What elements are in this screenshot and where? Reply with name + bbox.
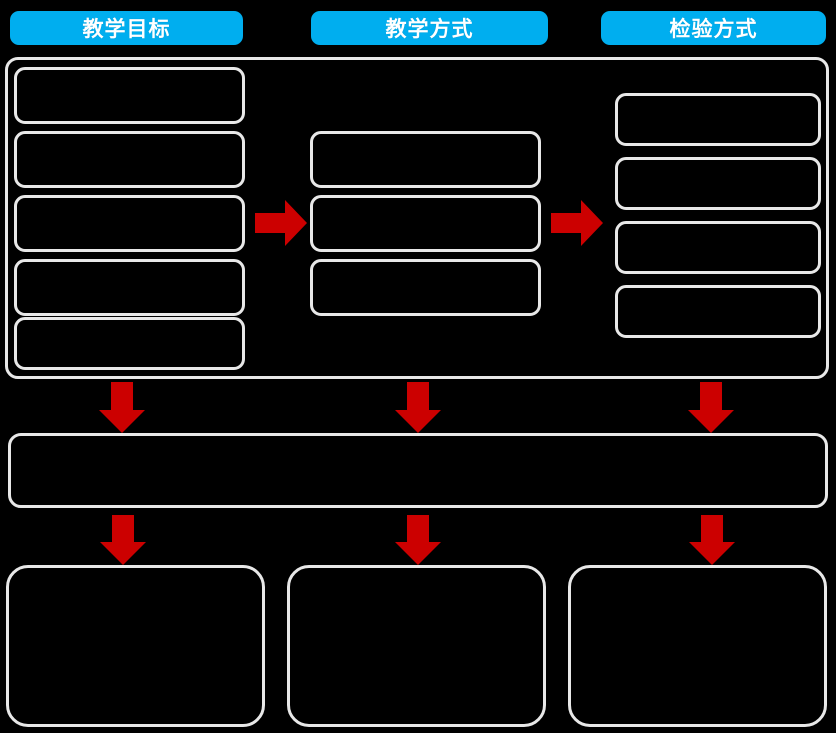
goal-item-5[interactable]: [14, 317, 245, 370]
assessment-item-3[interactable]: [615, 221, 821, 274]
arrow-down-to-band-left: [99, 382, 145, 433]
header-pill-teaching-goals[interactable]: 教学目标: [10, 11, 243, 45]
bottom-box-1[interactable]: [6, 565, 265, 727]
arrow-down-to-band-right: [688, 382, 734, 433]
header-pill-teaching-goals-label: 教学目标: [82, 18, 171, 41]
method-item-1[interactable]: [310, 131, 541, 188]
assessment-item-4[interactable]: [615, 285, 821, 338]
assessment-item-1[interactable]: [615, 93, 821, 146]
bottom-box-3[interactable]: [568, 565, 827, 727]
header-pill-assessment-methods-label: 检验方式: [669, 18, 758, 41]
arrow-methods-to-assessment: [551, 200, 603, 246]
header-pill-teaching-methods-label: 教学方式: [385, 18, 474, 41]
header-pill-teaching-methods[interactable]: 教学方式: [311, 11, 548, 45]
goal-item-2[interactable]: [14, 131, 245, 188]
top-section-container: [5, 57, 829, 379]
method-item-2[interactable]: [310, 195, 541, 252]
bottom-box-2[interactable]: [287, 565, 546, 727]
goal-item-3[interactable]: [14, 195, 245, 252]
goal-item-4[interactable]: [14, 259, 245, 316]
method-item-3[interactable]: [310, 259, 541, 316]
arrow-down-to-band-center: [395, 382, 441, 433]
middle-band-box[interactable]: [8, 433, 828, 508]
header-pill-assessment-methods[interactable]: 检验方式: [601, 11, 826, 45]
arrow-band-to-bottom-center: [395, 515, 441, 565]
arrow-band-to-bottom-right: [689, 515, 735, 565]
goal-item-1[interactable]: [14, 67, 245, 124]
arrow-band-to-bottom-left: [100, 515, 146, 565]
arrow-goals-to-methods: [255, 200, 307, 246]
assessment-item-2[interactable]: [615, 157, 821, 210]
